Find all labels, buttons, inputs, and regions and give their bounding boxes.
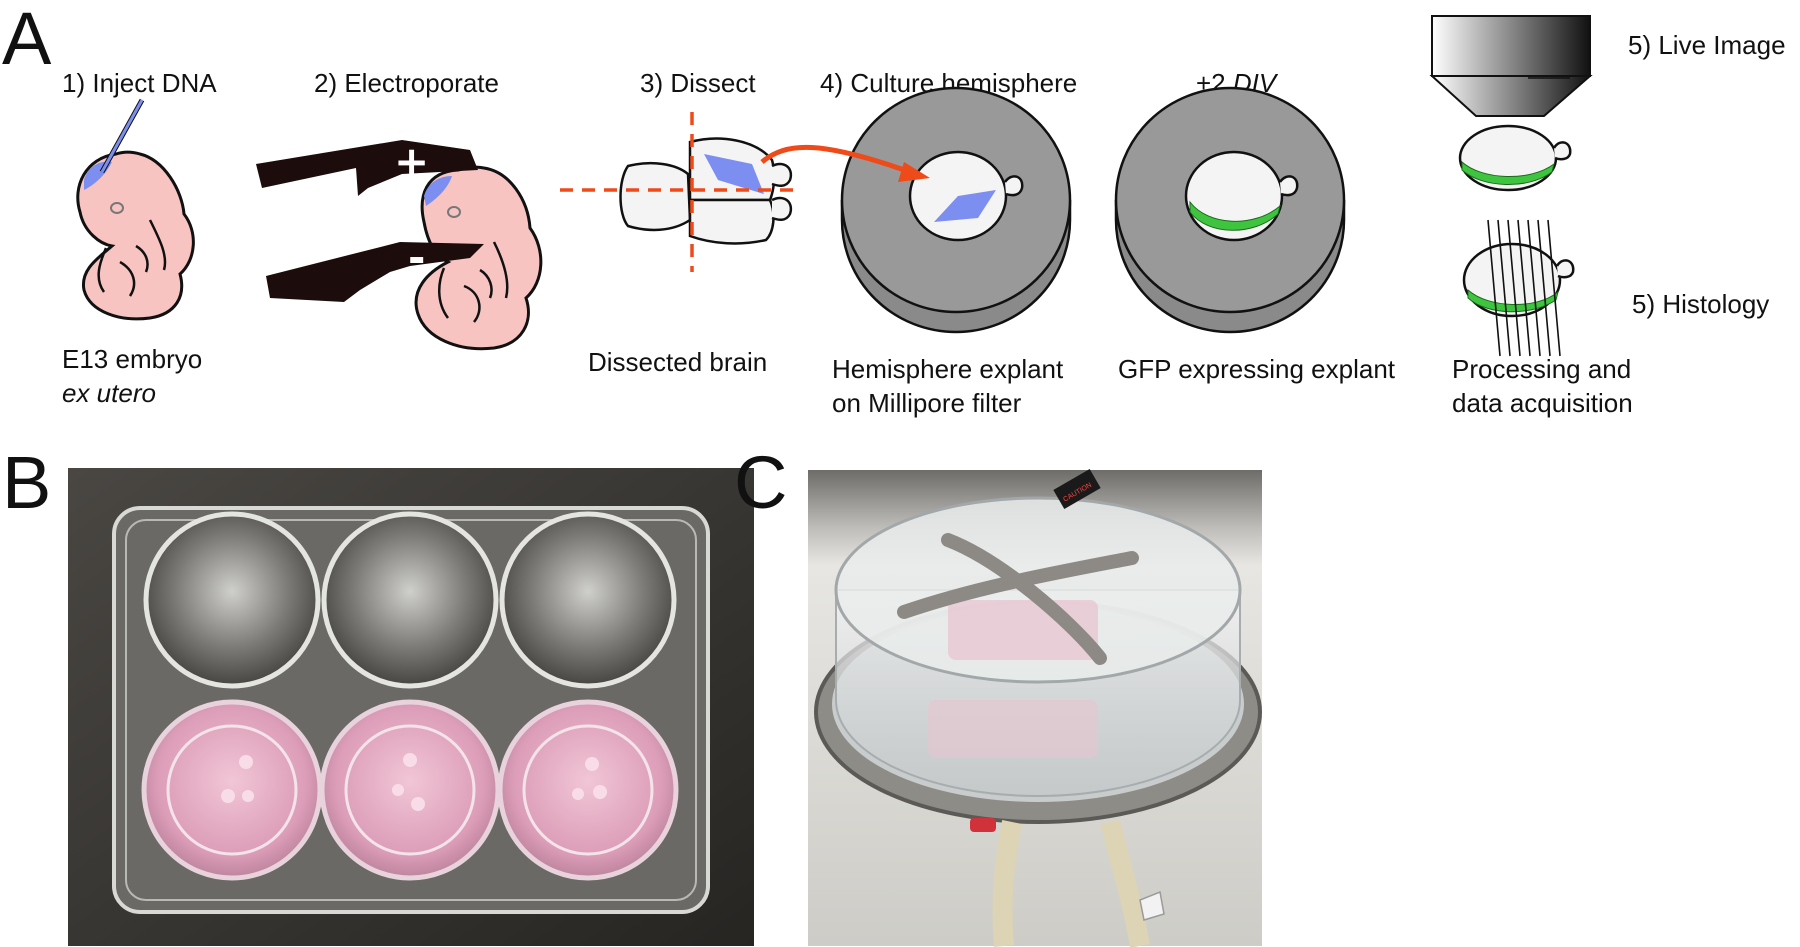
gfp-caption: GFP expressing explant [1118, 354, 1396, 384]
well-b2-insert [344, 724, 476, 856]
embryo-electroporated-limb-lines [438, 241, 509, 323]
processing-caption-line1: Processing and [1452, 354, 1631, 384]
step-histology-label: 5) Histology [1632, 289, 1769, 319]
minus-sign: - [408, 233, 425, 282]
positive-electrode [256, 140, 478, 196]
well-b2 [319, 699, 501, 881]
histology-explant-tab [1555, 259, 1575, 279]
explant-caption-line1: Hemisphere explant [832, 354, 1064, 384]
lid-handle-bar-2 [897, 551, 1139, 619]
hemisphere-explant [934, 190, 996, 222]
negative-electrode [266, 242, 484, 302]
well-b1 [141, 699, 323, 881]
histology-illustration [1462, 219, 1575, 357]
objective-cone [1429, 75, 1593, 117]
dissected-brain-caption: Dissected brain [588, 347, 767, 377]
step-electroporate-label: 2) Electroporate [314, 68, 499, 98]
step-inject-dna-label: 1) Inject DNA [62, 68, 217, 98]
plus-sign: + [394, 137, 429, 186]
embryo-limb-lines [97, 219, 167, 297]
gfp-filter-tab [1278, 175, 1299, 197]
electroporation-illustration: + - [256, 137, 543, 351]
embryo-caption-line1: E13 embryo [62, 344, 202, 374]
incubation-chamber-photo: CAUTION [808, 468, 1262, 947]
well-a2 [321, 511, 499, 689]
transfer-arrow [760, 144, 911, 175]
tube-left [992, 820, 1022, 947]
tube-right [1100, 819, 1150, 947]
live-imaging-illustration [1429, 15, 1593, 192]
lid-handle-bar-1 [941, 533, 1107, 665]
panel-b-letter: B [2, 441, 51, 524]
dissection-illustration [560, 112, 796, 272]
caution-sticker [1053, 468, 1101, 510]
gfp-dish-illustration [1114, 86, 1346, 334]
explant-caption-line2: on Millipore filter [832, 388, 1022, 418]
brain-right-hemisphere [688, 198, 775, 245]
well-b3-insert [522, 724, 654, 856]
chamber-valve [970, 818, 996, 832]
embryo-eye [110, 202, 124, 214]
objective-body [1431, 15, 1591, 77]
well-a1 [143, 511, 321, 689]
step-div-label: +2 DIV [1196, 68, 1279, 98]
explant-tissue-spots [221, 753, 607, 811]
well-b3 [497, 699, 679, 881]
embryo-electroporated-eye [447, 206, 461, 218]
gfp-explant-band [1189, 200, 1281, 231]
step-dissect-label: 3) Dissect [640, 68, 756, 98]
section-lines [1487, 219, 1561, 357]
electroporated-dna-patch [424, 176, 452, 206]
well-b1-insert [166, 724, 298, 856]
panel-c-letter: C [734, 441, 787, 524]
inner-plate-bottom [928, 700, 1098, 758]
injection-needle-fill [100, 99, 144, 173]
tube-clamp-right [1139, 890, 1165, 921]
live-gfp-band [1461, 160, 1555, 186]
brain-blue-region [704, 154, 764, 194]
embryo-injection-illustration [76, 98, 195, 321]
well-a3 [499, 511, 677, 689]
olfactory-bulb-bottom [771, 196, 793, 221]
histology-explant [1462, 242, 1562, 318]
brain-hindbrain [619, 161, 692, 232]
embryo-caption-line2: ex utero [62, 378, 156, 408]
olfactory-bulb-top [771, 162, 793, 187]
transfer-arrow-head [898, 162, 930, 182]
live-explant-tab [1552, 141, 1572, 161]
filter-tab [1003, 175, 1024, 197]
culture-dish-illustration [840, 86, 1072, 334]
processing-caption-line2: data acquisition [1452, 388, 1633, 418]
step-live-image-label: 5) Live Image [1628, 30, 1786, 60]
multiwell-plate-photo [68, 468, 754, 946]
panel-a-letter: A [2, 0, 52, 80]
embryo-body [76, 150, 195, 321]
